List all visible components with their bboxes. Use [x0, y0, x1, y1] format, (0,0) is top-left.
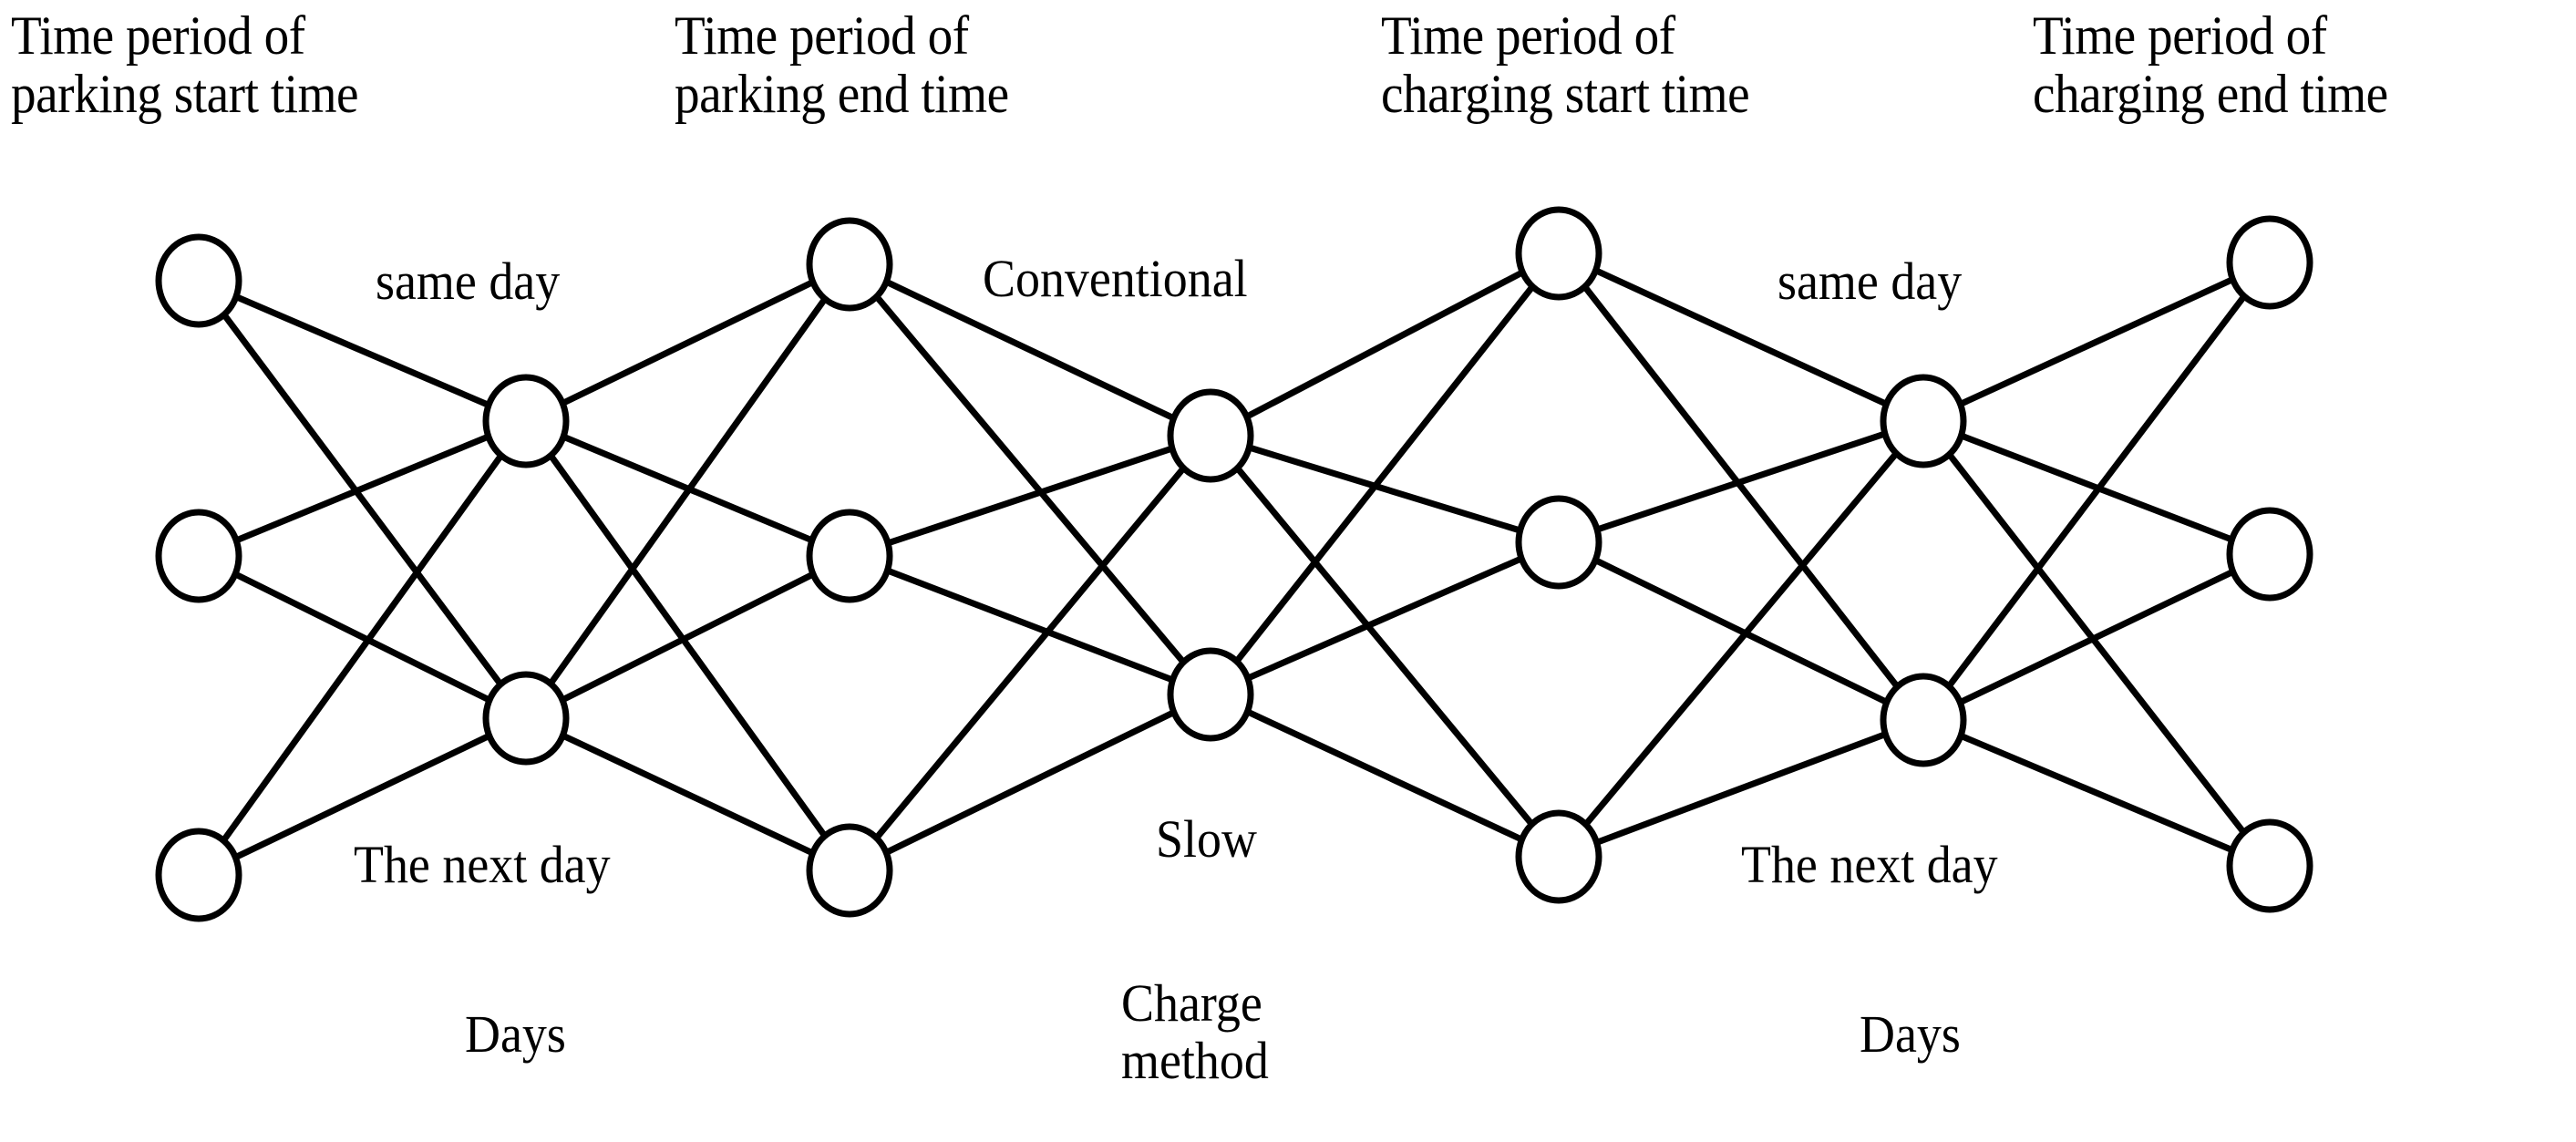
graph-edge — [1242, 707, 1527, 844]
graph-edge — [1592, 429, 1891, 534]
graph-edge — [557, 570, 819, 705]
graph-edge — [220, 310, 505, 689]
label-same-day-left: same day — [376, 252, 561, 311]
graph-node-col-7-charging-end-time-1[interactable] — [2226, 215, 2313, 310]
graph-edge — [546, 450, 829, 841]
graph-edge — [1955, 732, 2238, 854]
graph-edge — [230, 731, 495, 862]
label-the-next-day-left: The next day — [354, 835, 611, 894]
label-same-day-right: same day — [1777, 252, 1963, 311]
graph-edge — [1243, 443, 1526, 535]
graph-node-col-5-charging-start-time-3[interactable] — [1515, 809, 1602, 904]
header-charging-start-time: Time period of charging start time — [1381, 5, 1750, 124]
graph-edge — [1944, 291, 2249, 692]
graph-node-col-6-days-right-2[interactable] — [1880, 673, 1967, 767]
graph-edge — [882, 444, 1178, 548]
graph-edge — [881, 708, 1180, 857]
graph-edge — [1954, 567, 2239, 707]
label-slow: Slow — [1156, 809, 1257, 869]
node-layer — [155, 206, 2313, 922]
label-conventional: Conventional — [983, 249, 1248, 308]
header-parking-start-time: Time period of parking start time — [11, 5, 359, 124]
graph-node-col-1-parking-start-time-3[interactable] — [155, 828, 242, 922]
graph-edge — [231, 293, 494, 409]
label-charge-method: Charge method — [1121, 973, 1269, 1090]
graph-node-col-6-days-right-1[interactable] — [1880, 374, 1967, 468]
header-charging-end-time: Time period of charging end time — [2033, 5, 2388, 124]
graph-edge — [231, 432, 494, 545]
graph-edge — [230, 570, 495, 705]
graph-node-col-3-parking-end-time-3[interactable] — [806, 823, 893, 918]
graph-edge — [871, 292, 1189, 667]
graph-node-col-3-parking-end-time-2[interactable] — [806, 509, 893, 603]
graph-edge — [1242, 554, 1527, 683]
graph-edge — [871, 463, 1189, 843]
graph-edge — [882, 566, 1178, 684]
graph-edge — [1944, 449, 2249, 838]
label-the-next-day-right: The next day — [1741, 835, 1998, 894]
graph-edge — [881, 277, 1179, 423]
graph-edge — [1580, 282, 1902, 692]
graph-node-col-5-charging-start-time-1[interactable] — [1515, 206, 1602, 301]
graph-node-col-1-parking-start-time-1[interactable] — [155, 233, 242, 328]
label-days-right: Days — [1860, 1004, 1961, 1064]
edge-layer — [219, 266, 2249, 862]
graph-edge — [558, 731, 818, 858]
graph-edge — [1591, 266, 1891, 408]
graph-node-col-2-days-left-2[interactable] — [482, 671, 570, 766]
graph-edge — [546, 293, 829, 689]
graph-node-col-4-charge-method-2[interactable] — [1167, 647, 1254, 742]
graph-edge — [1955, 275, 2238, 408]
graph-node-col-7-charging-end-time-3[interactable] — [2226, 818, 2313, 913]
graph-edge — [1581, 448, 1901, 829]
graph-node-col-7-charging-end-time-2[interactable] — [2226, 507, 2313, 602]
graph-edge — [219, 450, 506, 846]
graph-node-col-4-charge-method-1[interactable] — [1167, 388, 1254, 483]
graph-node-col-2-days-left-1[interactable] — [482, 374, 570, 468]
graph-edge — [557, 278, 819, 407]
graph-node-col-5-charging-start-time-2[interactable] — [1515, 495, 1602, 590]
graph-edge — [1242, 268, 1528, 421]
graph-edge — [1592, 730, 1891, 847]
header-parking-end-time: Time period of parking end time — [675, 5, 1009, 124]
graph-node-col-1-parking-start-time-2[interactable] — [155, 509, 242, 603]
label-days-left: Days — [465, 1004, 566, 1064]
graph-node-col-3-parking-end-time-1[interactable] — [806, 217, 893, 312]
graph-edge — [1590, 556, 1892, 706]
graph-edge — [1232, 463, 1537, 829]
graph-edge — [1231, 282, 1538, 666]
